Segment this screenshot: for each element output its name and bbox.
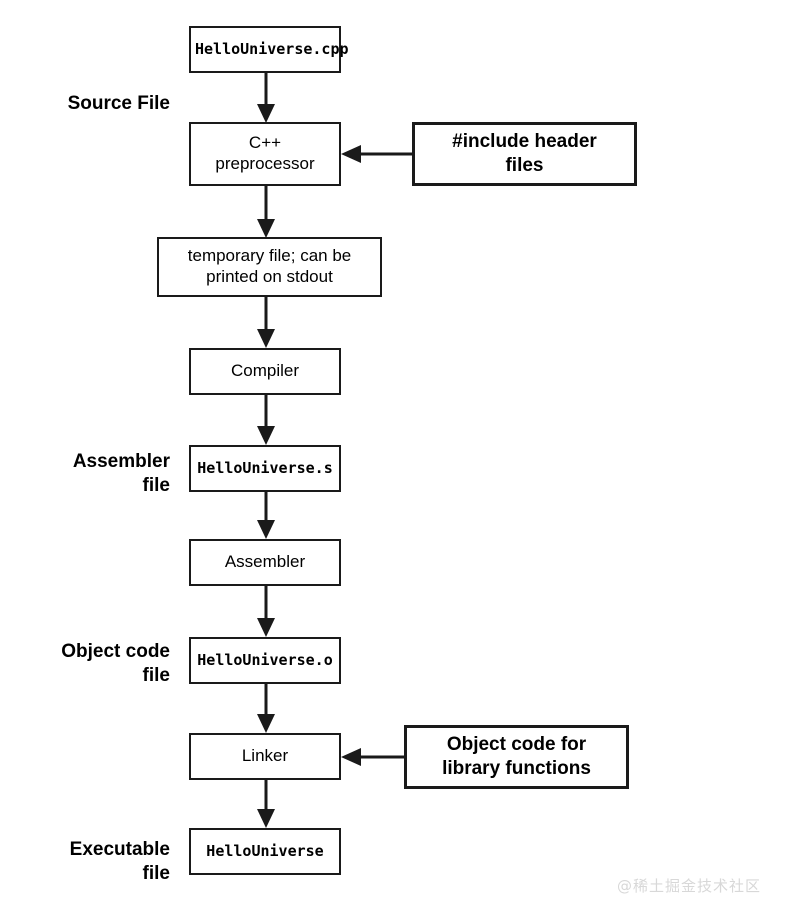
node-hellouniverse-exe[interactable]: HelloUniverse [189,828,341,875]
node-cpp-preprocessor-label: C++ preprocessor [215,133,315,173]
node-linker[interactable]: Linker [189,733,341,780]
watermark-text: @稀土掘金技术社区 [617,877,762,895]
node-cpp-preprocessor[interactable]: C++ preprocessor [189,122,341,186]
node-hellouniverse-exe-label: HelloUniverse [206,842,324,861]
arrow-o-to-linker [255,684,277,734]
arrow-library-to-linker [338,746,406,768]
arrow-cpp-to-preprocessor [255,72,277,124]
stage-label-assembler-file: Assembler file [72,451,170,497]
node-assembler[interactable]: Assembler [189,539,341,586]
arrow-preprocessor-to-temp [255,186,277,239]
stage-label-object-code-file: Object code file [61,641,170,687]
stage-label-source-file: Source File [67,93,170,114]
node-temporary-file[interactable]: temporary file; can be printed on stdout [157,237,382,297]
node-include-header-files-label: #include header files [452,131,597,176]
node-compiler-label: Compiler [230,361,300,381]
node-object-code-library[interactable]: Object code for library functions [404,725,629,789]
node-object-code-library-label: Object code for library functions [442,734,591,779]
node-hellouniverse-cpp[interactable]: HelloUniverse.cpp [189,26,349,73]
arrow-temp-to-compiler [255,297,277,349]
node-compiler[interactable]: Compiler [189,348,341,395]
node-hellouniverse-s[interactable]: HelloUniverse.s [189,445,341,492]
arrow-linker-to-exe [255,780,277,829]
node-include-header-files[interactable]: #include header files [412,122,637,186]
node-hellouniverse-o[interactable]: HelloUniverse.o [189,637,341,684]
node-linker-label: Linker [241,746,289,766]
arrow-compiler-to-s [255,395,277,446]
node-hellouniverse-s-label: HelloUniverse.s [197,459,333,478]
node-assembler-label: Assembler [224,552,306,572]
node-temporary-file-label: temporary file; can be printed on stdout [187,246,352,286]
stage-label-executable-file: Executable file [69,839,170,885]
arrow-headers-to-preprocessor [338,143,414,165]
node-hellouniverse-o-label: HelloUniverse.o [197,651,333,670]
arrow-assembler-to-o [255,586,277,638]
arrow-s-to-assembler [255,492,277,540]
node-hellouniverse-cpp-label: HelloUniverse.cpp [195,40,349,59]
